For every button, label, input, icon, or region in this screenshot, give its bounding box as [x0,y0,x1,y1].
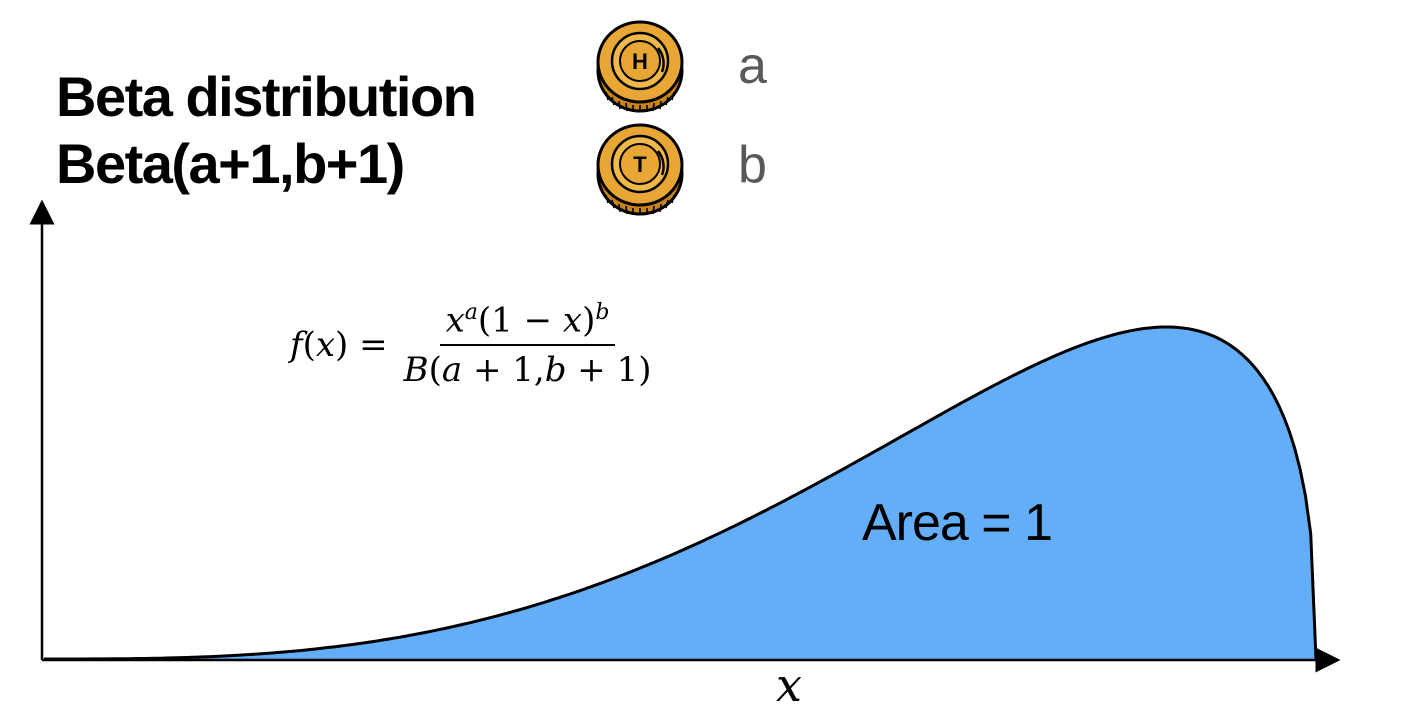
formula-fraction: xa(1 − x)b B(a + 1,b + 1) [404,300,652,390]
area-annotation: Area = 1 [862,494,1053,552]
formula-lhs: f(x) = [290,325,388,366]
heads-coin-icon: H [596,20,684,113]
heads-coin-letter: H [632,49,648,74]
page-title-line2: Beta(a+1,b+1) [56,132,405,195]
density-formula: f(x) = xa(1 − x)b B(a + 1,b + 1) [290,300,651,390]
heads-count-label: a [738,37,767,95]
tails-coin-icon: T [596,123,684,216]
x-axis-label: x [776,658,802,712]
density-curve-line [44,325,1318,661]
page-title-line1: Beta distribution [56,65,477,128]
tails-count-label: b [738,136,767,194]
formula-denominator: B(a + 1,b + 1) [403,350,652,391]
formula-numerator: xa(1 − x)b [439,300,616,347]
density-area-fill [44,327,1316,659]
tails-coin-letter: T [633,152,647,177]
